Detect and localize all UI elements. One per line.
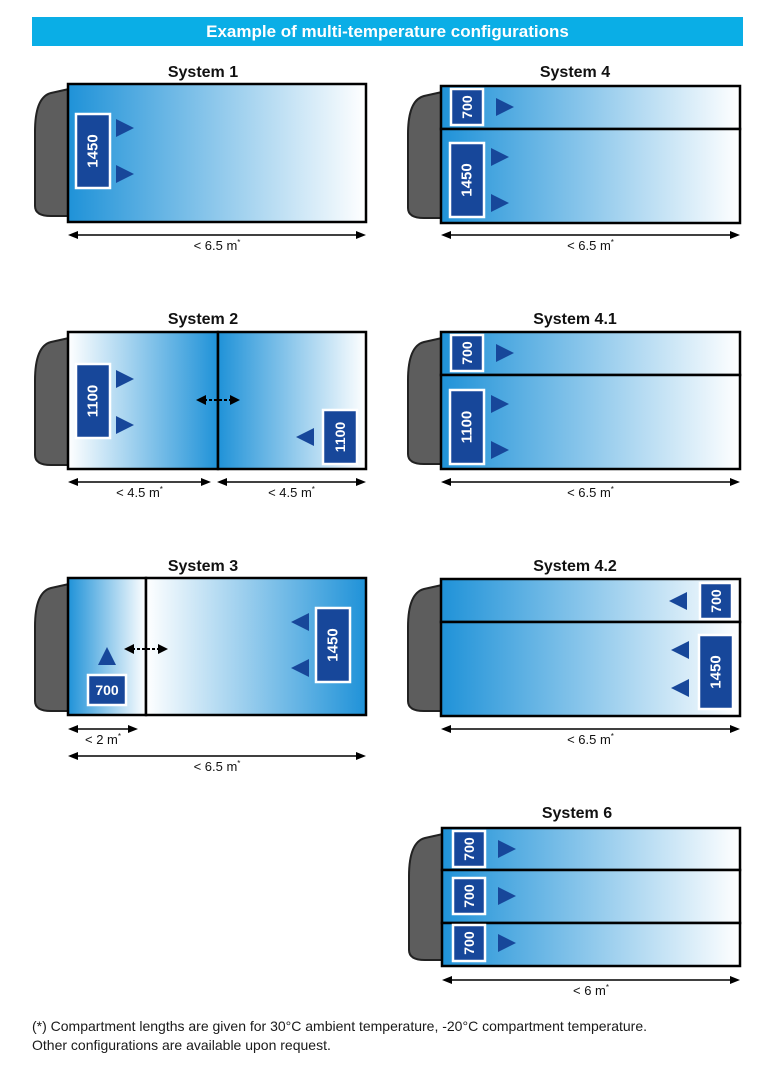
refrigeration-unit: 1100 <box>321 408 359 466</box>
refrigeration-unit: 700 <box>451 829 487 869</box>
unit-label: 1100 <box>459 411 476 444</box>
dimension-label: < 2 m* <box>85 732 121 747</box>
system-4-1-compartment-1 <box>439 330 742 377</box>
airflow-arrow-icon <box>671 641 689 659</box>
double-arrow-icon <box>196 395 240 405</box>
system-title: System 4 <box>540 64 610 81</box>
truck-cab-icon <box>34 582 70 712</box>
system-title: System 2 <box>168 311 238 328</box>
refrigeration-unit: 700 <box>698 581 734 621</box>
truck-cab-icon <box>407 336 443 465</box>
dimension-label: < 6.5 m* <box>567 238 614 253</box>
system-6-compartment-1 <box>440 826 742 872</box>
airflow-arrow-icon <box>491 148 509 166</box>
footnote: (*) Compartment lengths are given for 30… <box>32 1017 752 1055</box>
unit-label: 700 <box>459 95 475 119</box>
truck-cab-icon <box>407 583 443 712</box>
unit-label: 1100 <box>332 422 348 453</box>
system-title: System 3 <box>168 558 238 575</box>
system-title: System 6 <box>542 805 612 822</box>
unit-label: 1450 <box>459 163 476 196</box>
dimension-label: < 6.5 m* <box>567 732 614 747</box>
system-4-2-compartment-2 <box>439 620 742 718</box>
refrigeration-unit: 1450 <box>697 633 735 711</box>
unit-label: 1100 <box>85 385 102 418</box>
dimension-label: < 4.5 m* <box>268 485 315 500</box>
system-1-compartment <box>66 82 368 224</box>
dimension-arrow-icon <box>68 752 366 760</box>
refrigeration-unit: 1100 <box>74 362 112 440</box>
airflow-arrow-icon <box>98 647 116 665</box>
dimension-label: < 4.5 m* <box>116 485 163 500</box>
refrigeration-unit: 700 <box>86 673 128 707</box>
footnote-line-2: Other configurations are available upon … <box>32 1037 331 1053</box>
unit-label: 700 <box>461 837 477 861</box>
dimension-arrow-icon <box>441 231 740 239</box>
unit-label: 700 <box>461 931 477 955</box>
dimension-label: < 6.5 m* <box>194 759 241 774</box>
unit-label: 700 <box>459 341 475 365</box>
refrigeration-unit: 700 <box>449 333 485 373</box>
dimension-label: < 6.5 m* <box>567 485 614 500</box>
airflow-arrow-icon <box>491 395 509 413</box>
footnote-line-1: (*) Compartment lengths are given for 30… <box>32 1018 648 1034</box>
dimension-arrow-icon <box>68 725 138 733</box>
dimension-arrow-icon <box>442 976 740 984</box>
truck-cab-icon <box>34 87 70 217</box>
unit-label: 700 <box>708 589 724 613</box>
system-4-compartment-2 <box>439 127 742 225</box>
system-title: System 4.2 <box>533 558 617 575</box>
airflow-arrow-icon <box>116 370 134 388</box>
refrigeration-unit: 1450 <box>74 112 112 190</box>
system-title: System 4.1 <box>533 311 617 328</box>
dimension-arrow-icon <box>68 478 211 486</box>
dimension-label: < 6.5 m* <box>194 238 241 253</box>
double-arrow-icon <box>124 644 168 654</box>
airflow-arrow-icon <box>491 441 509 459</box>
dimension-arrow-icon <box>217 478 366 486</box>
airflow-arrow-icon <box>669 592 687 610</box>
refrigeration-unit: 700 <box>451 923 487 963</box>
truck-cab-icon <box>407 90 443 219</box>
unit-label: 1450 <box>325 628 342 661</box>
airflow-arrow-icon <box>296 428 314 446</box>
airflow-arrow-icon <box>496 98 514 116</box>
truck-cab-icon <box>408 832 444 961</box>
dimension-label: < 6 m* <box>573 983 609 998</box>
system-6-compartment-2 <box>440 868 742 925</box>
dimension-arrow-icon <box>441 478 740 486</box>
airflow-arrow-icon <box>291 659 309 677</box>
airflow-arrow-icon <box>498 934 516 952</box>
refrigeration-unit: 700 <box>451 876 487 916</box>
airflow-arrow-icon <box>496 344 514 362</box>
airflow-arrow-icon <box>498 840 516 858</box>
system-4-compartment-1 <box>439 84 742 131</box>
refrigeration-unit: 1100 <box>448 388 486 466</box>
airflow-arrow-icon <box>291 613 309 631</box>
airflow-arrow-icon <box>116 416 134 434</box>
truck-cab-icon <box>34 336 70 466</box>
airflow-arrow-icon <box>491 194 509 212</box>
dimension-arrow-icon <box>441 725 740 733</box>
unit-label: 700 <box>95 682 119 698</box>
refrigeration-unit: 700 <box>449 87 485 127</box>
system-4-1-compartment-2 <box>439 373 742 471</box>
airflow-arrow-icon <box>116 165 134 183</box>
unit-label: 700 <box>461 884 477 908</box>
system-title: System 1 <box>168 64 238 81</box>
unit-label: 1450 <box>85 134 102 167</box>
unit-label: 1450 <box>708 655 725 688</box>
refrigeration-unit: 1450 <box>448 141 486 219</box>
airflow-arrow-icon <box>498 887 516 905</box>
header-bar: Example of multi-temperature configurati… <box>32 17 743 46</box>
dimension-arrow-icon <box>68 231 366 239</box>
airflow-arrow-icon <box>116 119 134 137</box>
system-4-2-compartment-1 <box>439 577 742 624</box>
airflow-arrow-icon <box>671 679 689 697</box>
page-title: Example of multi-temperature configurati… <box>206 22 569 41</box>
refrigeration-unit: 1450 <box>314 606 352 684</box>
system-6-compartment-3 <box>440 921 742 968</box>
